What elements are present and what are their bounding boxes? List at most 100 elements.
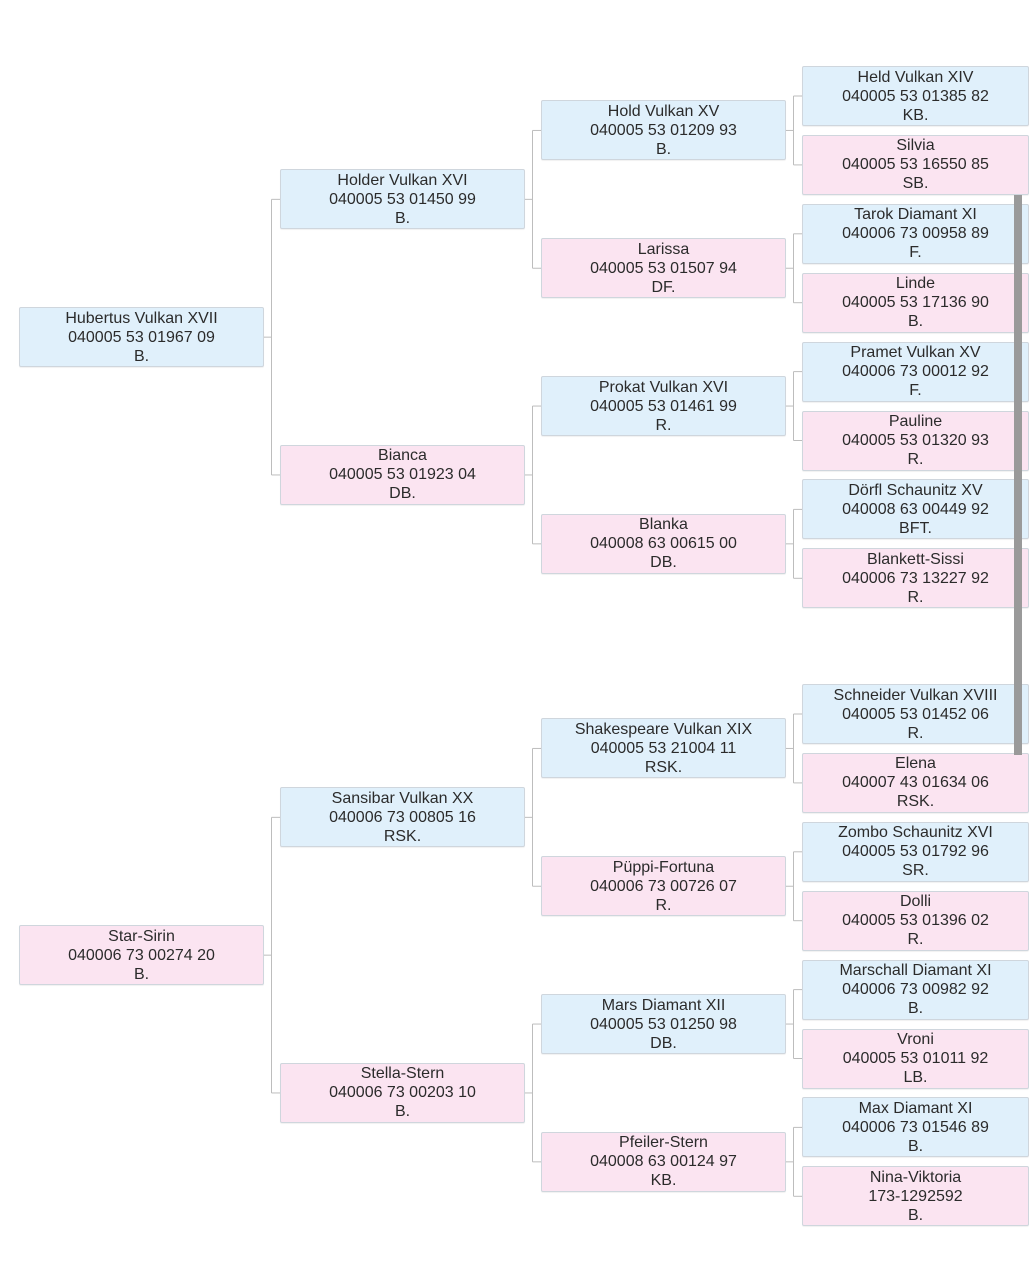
- registration-number: 040006 73 13227 92: [842, 569, 989, 587]
- rating-code: SR.: [902, 862, 929, 880]
- registration-number: 040005 53 01385 82: [842, 87, 989, 105]
- registration-number: 040005 53 17136 90: [842, 294, 989, 312]
- registration-number: 040006 73 00012 92: [842, 363, 989, 381]
- registration-number: 040005 53 01967 09: [68, 328, 215, 346]
- animal-name: Linde: [895, 275, 936, 293]
- registration-number: 040007 43 01634 06: [842, 774, 989, 792]
- animal-name: Max Diamant XI: [858, 1099, 973, 1117]
- animal-name: Dörfl Schaunitz XV: [848, 481, 983, 499]
- registration-number: 040006 73 01546 89: [842, 1118, 989, 1136]
- registration-number: 040005 53 01452 06: [842, 705, 989, 723]
- animal-name: Shakespeare Vulkan XIX: [574, 720, 753, 738]
- scrollbar-thumb-lower[interactable]: [1014, 607, 1022, 755]
- rating-code: KB.: [650, 1172, 677, 1190]
- rating-code: B.: [907, 1000, 924, 1018]
- registration-number: 040005 53 01461 99: [590, 397, 737, 415]
- registration-number: 040006 73 00805 16: [329, 808, 476, 826]
- registration-number: 040005 53 16550 85: [842, 156, 989, 174]
- animal-name: Mars Diamant XII: [601, 996, 726, 1014]
- registration-number: 040006 73 00958 89: [842, 225, 989, 243]
- registration-number: 040008 63 00124 97: [590, 1153, 737, 1171]
- animal-name: Star-Sirin: [108, 927, 175, 945]
- animal-name: Hubertus Vulkan XVII: [65, 309, 218, 327]
- registration-number: 040005 53 21004 11: [590, 739, 737, 757]
- rating-code: R.: [655, 896, 672, 914]
- registration-number: 040005 53 01209 93: [590, 121, 737, 139]
- registration-number: 040005 53 01450 99: [329, 190, 476, 208]
- rating-code: R.: [907, 724, 924, 742]
- animal-name: Sansibar Vulkan XX: [331, 789, 474, 807]
- animal-name: Zombo Schaunitz XVI: [838, 824, 993, 842]
- animal-name: Pfeiler-Stern: [619, 1134, 708, 1152]
- animal-name: Pauline: [888, 413, 943, 430]
- animal-name: Tarok Diamant XI: [854, 206, 977, 224]
- rating-code: B.: [655, 140, 672, 158]
- animal-name: Vroni: [897, 1031, 934, 1048]
- registration-number: 040006 73 00982 92: [842, 981, 989, 999]
- rating-code: RSK.: [644, 758, 683, 776]
- registration-number: 040005 53 01792 96: [842, 843, 989, 861]
- rating-code: KB.: [902, 106, 929, 124]
- rating-code: B.: [907, 1206, 924, 1224]
- registration-number: 040006 73 00203 10: [329, 1084, 476, 1102]
- registration-number: 040005 53 01507 94: [590, 259, 737, 277]
- rating-code: RSK.: [383, 827, 422, 845]
- animal-name: Silvia: [896, 137, 935, 155]
- scrollbar-thumb[interactable]: [1014, 195, 1022, 607]
- rating-code: R.: [907, 588, 924, 606]
- rating-code: B.: [907, 1137, 924, 1155]
- rating-code: DF.: [651, 278, 676, 296]
- rating-code: DB.: [389, 485, 416, 503]
- animal-name: Held Vulkan XIV: [857, 68, 974, 86]
- rating-code: DB.: [650, 554, 677, 572]
- rating-code: B.: [394, 1103, 411, 1121]
- rating-code: B.: [133, 347, 150, 365]
- animal-name: Elena: [895, 755, 936, 773]
- rating-code: LB.: [903, 1069, 928, 1086]
- rating-code: RSK.: [896, 793, 935, 811]
- rating-code: F.: [909, 244, 922, 262]
- registration-number: 040005 53 01923 04: [329, 466, 476, 484]
- registration-number: 040005 53 01250 98: [590, 1015, 737, 1033]
- animal-name: Püppi-Fortuna: [612, 858, 715, 876]
- rating-code: B.: [133, 965, 150, 983]
- animal-name: Dolli: [899, 893, 932, 911]
- registration-number: 040005 53 01320 93: [842, 432, 989, 449]
- animal-name: Hold Vulkan XV: [607, 102, 720, 120]
- rating-code: B.: [394, 209, 411, 227]
- rating-code: DB.: [650, 1034, 677, 1052]
- animal-name: Nina-Viktoria: [869, 1168, 962, 1186]
- registration-number: 173-1292592: [868, 1187, 963, 1205]
